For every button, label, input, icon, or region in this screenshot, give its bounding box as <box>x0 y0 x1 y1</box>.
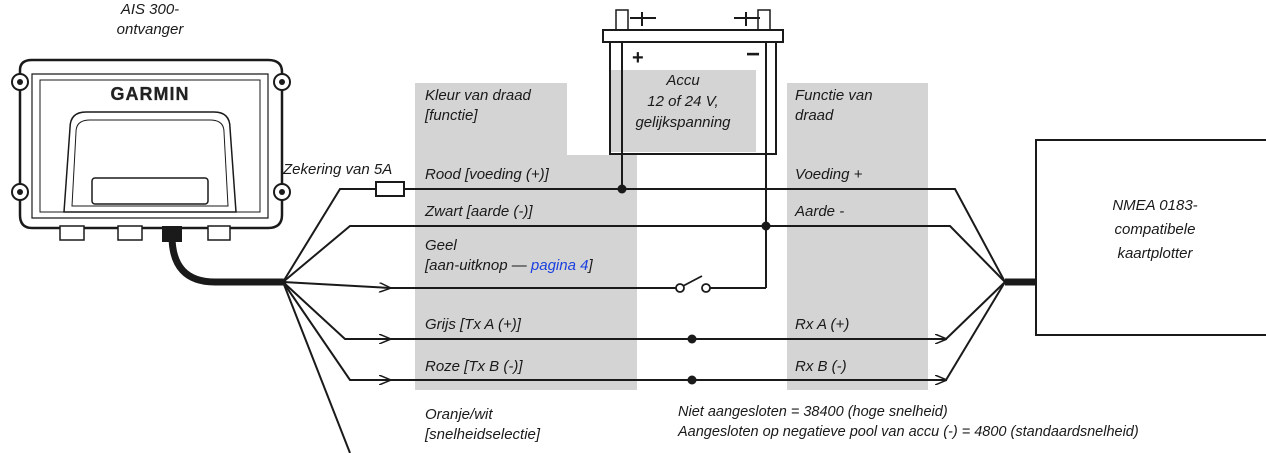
yellow-wire-label: Geel [aan-uitknop — pagina 4] <box>425 236 593 276</box>
wire-color-column-bg <box>415 155 637 390</box>
txb-junction-dot <box>687 375 697 385</box>
orange-wire-label-line2: [snelheidselectie] <box>425 426 541 443</box>
rxb-function-label: Rx B (-) <box>795 358 847 375</box>
wire-function-header: Functie van draad <box>795 86 873 126</box>
battery-label: Accu 12 of 24 V, gelijkspanning <box>610 70 756 133</box>
gray-wire-label: Grijs [Tx A (+)] <box>425 316 521 333</box>
garmin-logo: GARMIN <box>111 84 190 104</box>
switch-contact-right <box>701 283 711 293</box>
wire-color-header-line2: [functie] <box>425 107 478 124</box>
rxa-function-label: Rx A (+) <box>795 316 850 333</box>
power-function-label: Voeding + <box>795 166 863 183</box>
txa-junction-dot <box>687 334 697 344</box>
device-cable <box>168 232 287 286</box>
speed-notes: Niet aangesloten = 38400 (hoge snelheid)… <box>678 402 1139 442</box>
rxb-wire-end <box>945 281 1006 381</box>
page-4-link[interactable]: pagina 4 <box>530 257 589 274</box>
battery-minus-sign: − <box>746 41 760 68</box>
battery-title: Accu <box>666 72 700 89</box>
device-title: AIS 300- ontvanger <box>95 0 205 40</box>
fuse-label: Zekering van 5A <box>283 161 393 178</box>
wire-color-header: Kleur van draad [functie] <box>425 86 531 126</box>
yellow-wire-label-suffix: ] <box>588 257 593 274</box>
yellow-wire-label-line2: [aan-uitknop — pagina 4] <box>425 256 593 276</box>
device-title-line1: AIS 300- <box>120 1 180 18</box>
chartplotter-box <box>1035 139 1266 336</box>
orange-wire-label-line1: Oranje/wit <box>425 406 493 423</box>
wire-color-header-line1: Kleur van draad <box>425 87 531 104</box>
wire-function-header-line2: draad <box>795 107 834 124</box>
orange-wire-label: Oranje/wit [snelheidselectie] <box>425 405 540 445</box>
fuse <box>375 181 405 197</box>
speed-note-connected: Aangesloten op negatieve pool van accu (… <box>678 424 1139 440</box>
battery-label-bg <box>610 70 756 152</box>
battery-voltage: 12 of 24 V, <box>647 93 719 110</box>
wire-color-column-header-bg <box>415 83 567 155</box>
function-column-bg <box>787 83 928 390</box>
yellow-wire-label-line1: Geel <box>425 237 457 254</box>
power-junction-dot <box>617 184 627 194</box>
switch-lever <box>682 275 703 287</box>
yellow-wire-label-prefix: [aan-uitknop — <box>425 257 531 274</box>
gray-txa-wire <box>282 281 390 339</box>
chartplotter-label-line1: NMEA 0183- <box>1112 197 1198 214</box>
red-power-wire <box>282 188 1006 283</box>
red-wire-label: Rood [voeding (+)] <box>425 166 549 183</box>
chartplotter-label: NMEA 0183- compatibele kaartplotter <box>1060 194 1250 266</box>
black-ground-wire <box>282 225 1006 283</box>
speed-note-unconnected: Niet aangesloten = 38400 (hoge snelheid) <box>678 404 948 420</box>
switch-contact-left <box>675 283 685 293</box>
battery-plus-sign: + <box>632 47 644 69</box>
rxa-wire-end <box>945 281 1006 340</box>
ground-function-label: Aarde - <box>795 203 845 220</box>
pink-wire-label: Roze [Tx B (-)] <box>425 358 523 375</box>
wire-function-header-line1: Functie van <box>795 87 873 104</box>
ground-junction-dot <box>761 221 771 231</box>
yellow-wire <box>282 281 390 288</box>
battery-symbol <box>602 9 784 155</box>
ais-receiver-device <box>11 58 291 242</box>
chartplotter-label-line2: compatibele <box>1114 221 1196 238</box>
device-title-line2: ontvanger <box>116 21 184 38</box>
pink-txb-wire <box>282 281 390 380</box>
black-wire-label: Zwart [aarde (-)] <box>425 203 533 220</box>
orange-white-wire <box>282 281 351 453</box>
battery-type: gelijkspanning <box>635 114 731 131</box>
chartplotter-label-line3: kaartplotter <box>1117 245 1193 262</box>
